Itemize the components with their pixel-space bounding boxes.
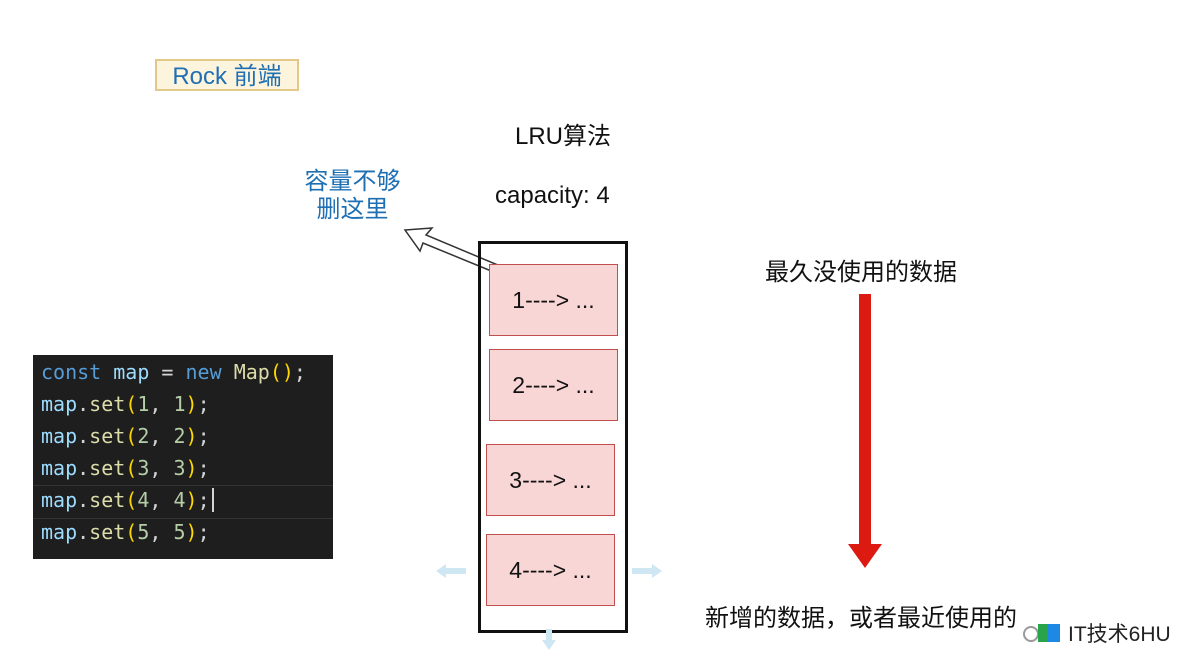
handle-right-icon: [632, 564, 662, 578]
code-line-6: map.set(5, 5);: [41, 520, 210, 544]
cache-slot-3: 3----> ...: [486, 444, 615, 516]
code-line-3: map.set(2, 2);: [41, 424, 210, 448]
brand-tag: Rock 前端: [155, 59, 299, 91]
watermark: IT技术6HU: [1022, 618, 1171, 648]
diagram-title: LRU算法: [515, 123, 612, 150]
delete-note-line-1: 容量不够: [304, 168, 401, 195]
code-line-2: map.set(1, 1);: [41, 392, 210, 416]
cache-container: [478, 241, 628, 633]
current-line-highlight: [33, 485, 333, 519]
code-block: const map = new Map(); map.set(1, 1); ma…: [33, 355, 333, 559]
least-recent-label: 最久没使用的数据: [765, 259, 957, 286]
handle-down-icon: [542, 629, 556, 650]
cache-slot-4: 4----> ...: [486, 534, 615, 606]
code-line-1: const map = new Map();: [41, 360, 306, 384]
delete-note: 容量不够 删这里: [290, 168, 415, 224]
cache-slot-1: 1----> ...: [489, 264, 618, 336]
most-recent-label: 新增的数据，或者最近使用的: [705, 605, 1017, 632]
capacity-label: capacity: 4: [495, 182, 610, 209]
down-arrow-icon: [848, 294, 882, 568]
handle-left-icon: [436, 564, 466, 578]
code-line-4: map.set(3, 3);: [41, 456, 210, 480]
watermark-logo-icon: [1023, 624, 1060, 642]
watermark-text: IT技术6HU: [1068, 623, 1171, 646]
delete-note-line-2: 删这里: [316, 196, 389, 223]
code-line-5: map.set(4, 4);: [41, 484, 214, 516]
cache-slot-2: 2----> ...: [489, 349, 618, 421]
